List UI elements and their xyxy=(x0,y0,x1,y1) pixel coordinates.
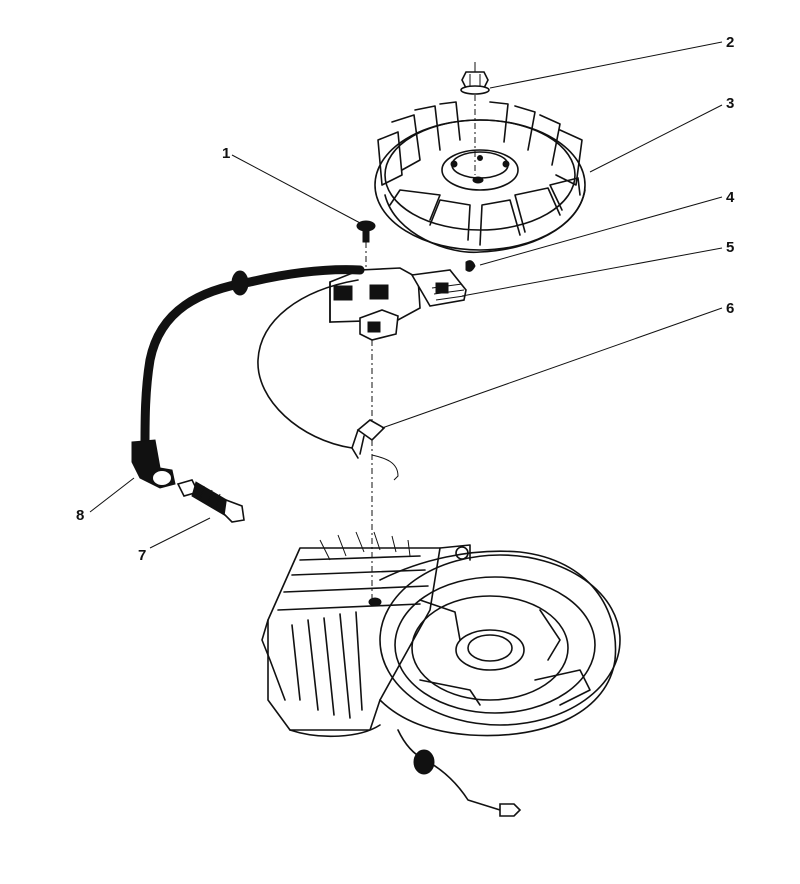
engine-block xyxy=(261,531,621,738)
coil-screw xyxy=(356,220,376,270)
stop-wire xyxy=(397,729,522,817)
callout-1: 1 xyxy=(222,145,230,162)
callout-8: 8 xyxy=(76,507,84,524)
callout-7: 7 xyxy=(138,547,146,564)
callout-6: 6 xyxy=(726,300,734,317)
ground-wire xyxy=(257,279,359,449)
callout-4: 4 xyxy=(726,189,735,206)
spark-plug xyxy=(176,479,245,523)
flywheel-key xyxy=(465,260,476,272)
callout-2: 2 xyxy=(726,34,734,51)
flywheel xyxy=(374,95,586,254)
callout-5: 5 xyxy=(726,239,734,256)
leader-lines xyxy=(89,41,723,549)
spark-plug-lead xyxy=(131,265,365,489)
callout-3: 3 xyxy=(726,95,734,112)
flywheel-nut xyxy=(460,62,490,95)
